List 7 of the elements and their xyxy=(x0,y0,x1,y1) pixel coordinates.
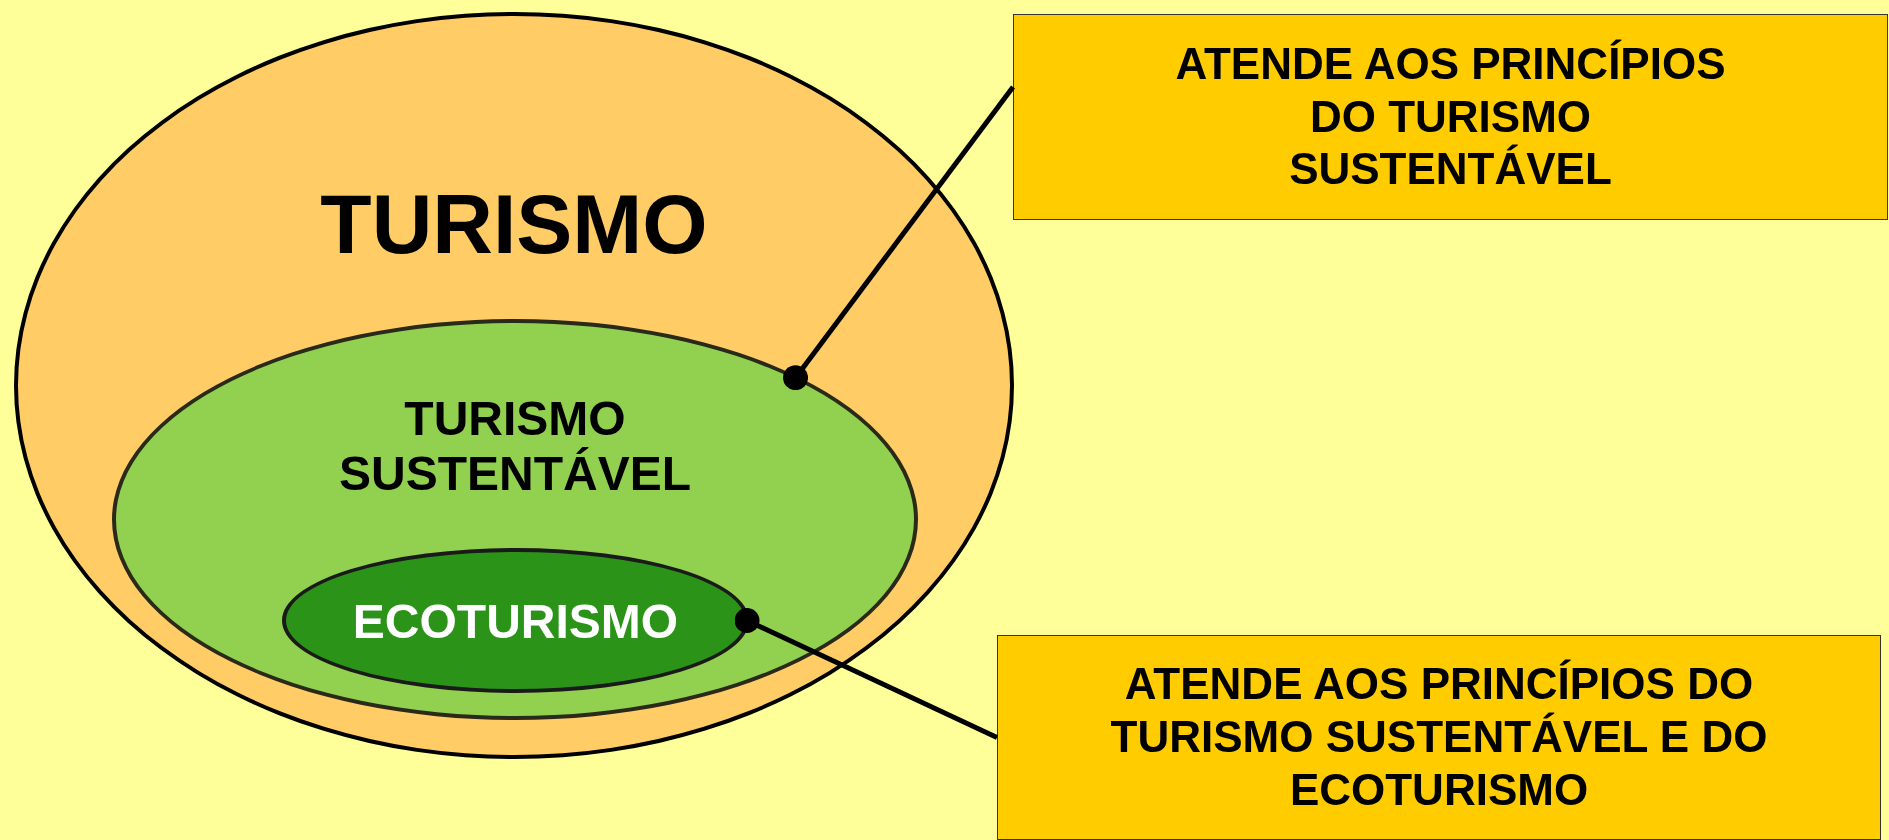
ellipse-label: TURISMO xyxy=(319,176,709,273)
ellipse-label: ECOTURISMO xyxy=(351,594,680,650)
leader-line xyxy=(783,85,1015,391)
callout-box: ATENDE AOS PRINCÍPIOS DO TURISMO SUSTENTÁVEL E DO ECOTURISMO xyxy=(997,635,1881,840)
callout-box: ATENDE AOS PRINCÍPIOS DO TURISMO SUSTENTÁVEL xyxy=(1013,14,1888,220)
ellipse-label: TURISMO SUSTENTÁVEL xyxy=(338,391,692,502)
leader-line xyxy=(734,608,999,740)
